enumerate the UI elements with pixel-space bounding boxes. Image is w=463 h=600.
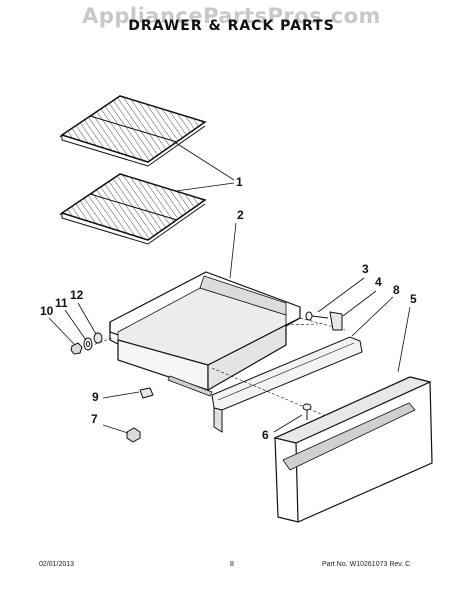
callout-10: 10: [40, 304, 54, 318]
callout-12: 12: [70, 288, 84, 302]
footer-date: 02/01/2013: [39, 561, 75, 568]
washer-11: [83, 337, 93, 351]
callout-11: 11: [55, 296, 68, 310]
nut-7: [126, 427, 141, 443]
nut-10: [70, 342, 83, 355]
callout-1: 1: [236, 175, 243, 189]
callout-8: 8: [393, 283, 400, 297]
callout-4: 4: [375, 275, 382, 289]
screw: [302, 403, 312, 420]
callout-6: 6: [262, 428, 269, 442]
callout-5: 5: [410, 292, 417, 306]
page-title: DRAWER & RACK PARTS: [128, 18, 335, 34]
callout-9: 9: [92, 390, 99, 404]
callout-3: 3: [362, 262, 369, 276]
callout-7: 7: [91, 412, 98, 426]
oven-rack-lower: [59, 173, 207, 245]
screw-3: [305, 311, 329, 321]
drawer-pan: [109, 271, 301, 397]
drawer-front-panel: [273, 376, 433, 523]
watermark: AppliancePartsPros.com: [82, 4, 381, 28]
footer-part-number: Part No. W10261073 Rev. C: [322, 561, 411, 568]
callout-2: 2: [237, 208, 244, 222]
footer-page-number: 8: [230, 561, 234, 568]
oven-rack-upper: [59, 95, 207, 167]
bracket: [329, 311, 343, 331]
bumper: [139, 387, 154, 399]
drawer-slide: [211, 336, 363, 433]
spacer-12: [93, 332, 103, 344]
